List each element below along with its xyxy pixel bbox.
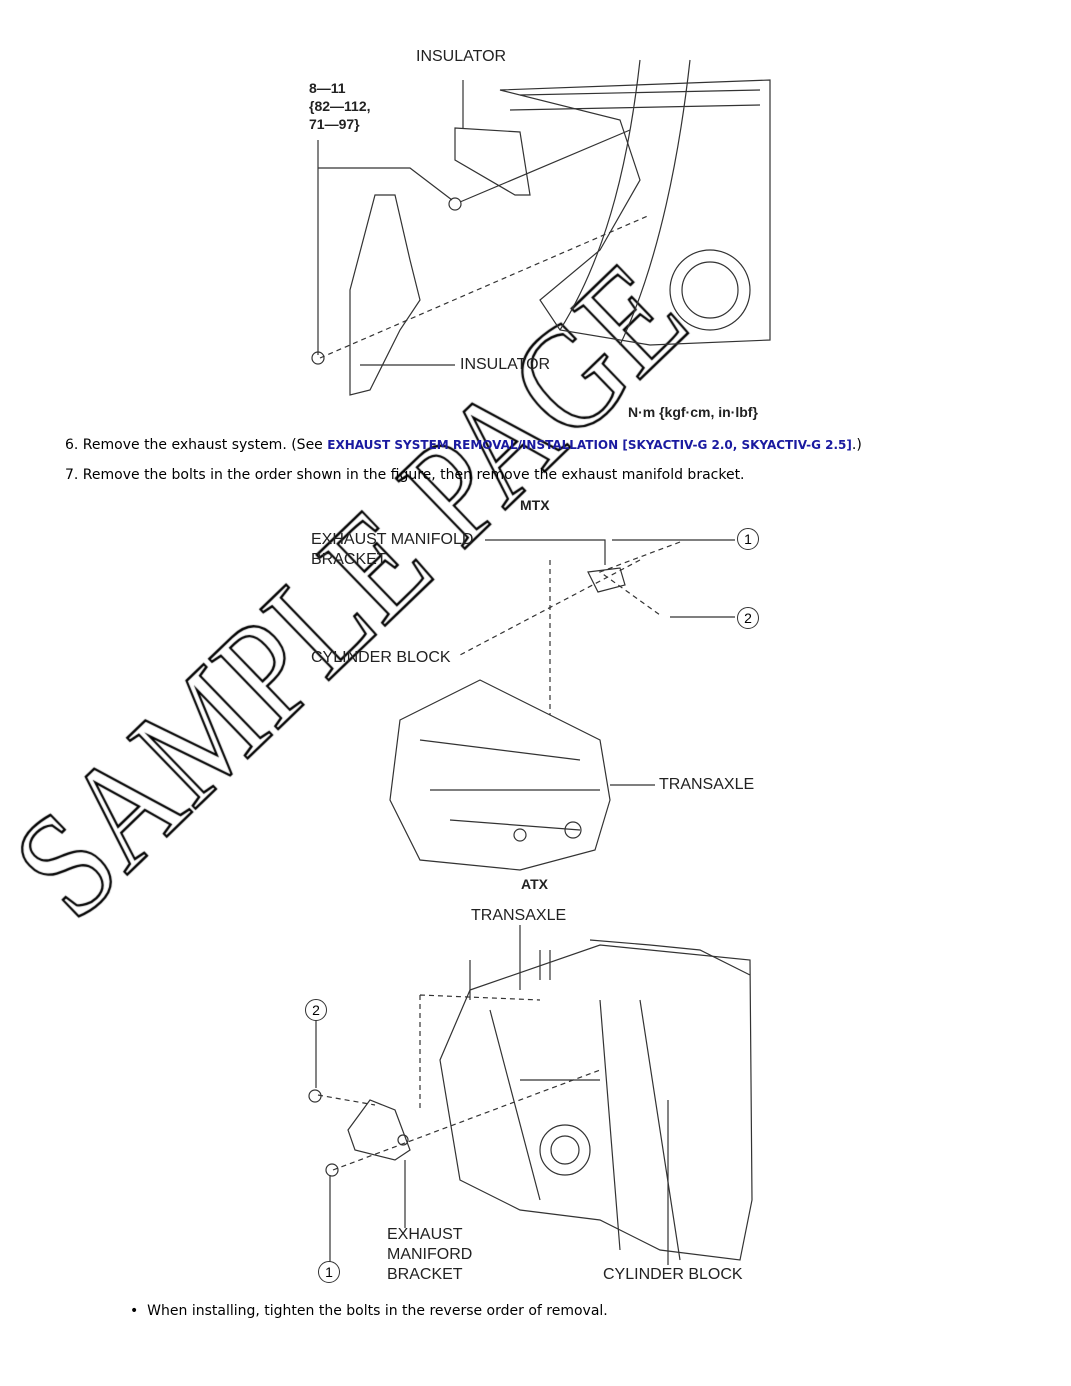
torque-value-line3: 71—97} [309, 116, 360, 132]
atx-transaxle-label: TRANSAXLE [471, 907, 567, 924]
bolt-1-callout: 1 [737, 528, 759, 550]
torque-units: N·m {kgf·cm, in·lbf} [628, 404, 758, 420]
installation-note-text: When installing, tighten the bolts in th… [147, 1303, 608, 1319]
mtx-bracket-label-1: EXHAUST MANIFOLD [311, 531, 474, 548]
transaxle-illustration-atx [308, 925, 753, 1265]
mtx-bracket-label-2: BRACKET [311, 551, 387, 568]
atx-bracket-label-1: EXHAUST [387, 1226, 463, 1243]
torque-value-line2: {82—112, [309, 98, 371, 114]
atx-bracket-label-2: MANIFORD [387, 1246, 473, 1263]
step-6: 6. Remove the exhaust system. (See EXHAU… [65, 436, 862, 454]
exhaust-system-link[interactable]: EXHAUST SYSTEM REMOVAL/INSTALLATION [SKY… [327, 438, 852, 452]
mtx-cylinder-block-label: CYLINDER BLOCK [311, 649, 451, 666]
transaxle-illustration-mtx [389, 539, 735, 871]
atx-bracket-label-3: BRACKET [387, 1266, 463, 1283]
mtx-transaxle-label: TRANSAXLE [659, 776, 755, 793]
atx-bolt-1-callout: 1 [318, 1261, 340, 1283]
step-7: 7. Remove the bolts in the order shown i… [65, 467, 745, 483]
installation-note: • When installing, tighten the bolts in … [130, 1302, 608, 1320]
bullet-icon: • [130, 1303, 148, 1319]
torque-value-line1: 8—11 [309, 80, 346, 96]
engine-illustration-1 [311, 59, 771, 396]
atx-bolt-2-callout: 2 [305, 999, 327, 1021]
atx-cylinder-block-label: CYLINDER BLOCK [603, 1266, 743, 1283]
insulator-label-top: INSULATOR [416, 48, 507, 65]
insulator-label-bottom: INSULATOR [460, 356, 551, 373]
step-6-suffix: .) [851, 437, 862, 453]
step-6-text: 6. Remove the exhaust system. (See [65, 437, 328, 453]
atx-title: ATX [521, 876, 548, 892]
bolt-2-callout: 2 [737, 607, 759, 629]
mtx-title: MTX [520, 497, 550, 513]
